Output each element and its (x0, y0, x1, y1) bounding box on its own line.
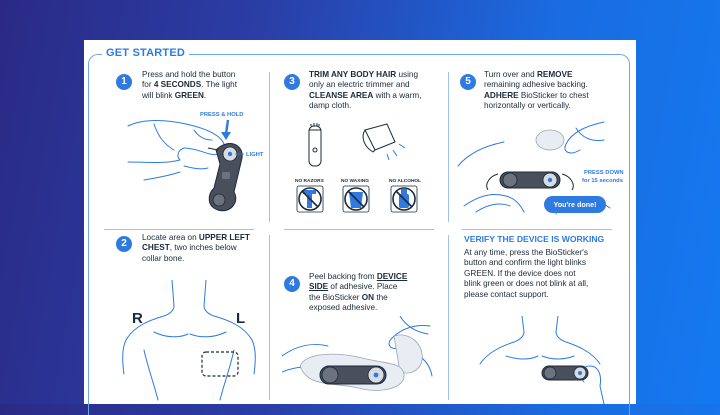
no-alcohol-label: NO ALCOHOL (389, 178, 421, 184)
cloth-icon (362, 123, 406, 161)
trimmer-icon (308, 123, 322, 167)
step-5-illustration: PRESS DOWN for 15 seconds (457, 121, 624, 215)
card-frame (88, 54, 630, 415)
no-razors-label: NO RAZORS (295, 178, 325, 184)
step-1-number: 1 (116, 74, 132, 90)
biosticker-device-verify (541, 365, 589, 381)
no-waxing-label: NO WAXING (341, 178, 369, 184)
step-5-number: 5 (460, 74, 476, 90)
press-hold-label: PRESS & HOLD (200, 112, 243, 118)
row-divider-3 (462, 229, 612, 230)
press-down-label: PRESS DOWN (584, 170, 624, 176)
step-5-text: Turn over and REMOVE remaining adhesive … (484, 70, 589, 111)
no-razors-icon (296, 185, 324, 213)
step-3-text: TRIM ANY BODY HAIR using only an electri… (309, 70, 422, 111)
instruction-card: GET STARTED 1 Press and hold the button … (84, 40, 636, 415)
verify-illustration (479, 316, 605, 404)
press-down-duration: for 15 seconds (582, 178, 623, 184)
right-side-label: R (132, 310, 143, 327)
biosticker-device (208, 143, 243, 212)
row-divider-1 (104, 229, 254, 230)
step-3-illustration: NO RAZORS NO WAXING NO ALCOHOL (295, 123, 421, 213)
verify-heading: VERIFY THE DEVICE IS WORKING (464, 234, 605, 244)
step-1-illustration: PRESS & HOLD LIGHT (127, 112, 264, 212)
no-alcohol-icon (390, 185, 418, 213)
row-divider-2 (284, 229, 434, 230)
column-divider-2b (448, 235, 449, 400)
light-label: LIGHT (246, 152, 264, 158)
biosticker-device-horizontal (499, 171, 561, 189)
column-divider-1 (269, 72, 270, 222)
page-title: GET STARTED (102, 47, 189, 59)
step-2-number: 2 (116, 236, 132, 252)
step-4-text: Peel backing from DEVICE SIDE of adhesiv… (309, 272, 408, 313)
youre-done-badge: You're done! (544, 196, 606, 213)
no-waxing-icon (342, 185, 370, 213)
step-4-number: 4 (284, 276, 300, 292)
step-4-illustration (282, 316, 433, 391)
placement-target-box (201, 351, 239, 377)
column-divider-1b (269, 235, 270, 400)
verify-text: At any time, press the BioSticker's butt… (464, 248, 589, 299)
left-side-label: L (236, 310, 246, 327)
step-1-text: Press and hold the button for 4 SECONDS.… (142, 70, 237, 100)
step-3-number: 3 (284, 74, 300, 90)
step-2-illustration (122, 280, 256, 401)
column-divider-2 (448, 72, 449, 222)
biosticker-device-peel (319, 365, 387, 385)
step-2-text: Locate area on UPPER LEFT CHEST, two inc… (142, 233, 250, 263)
